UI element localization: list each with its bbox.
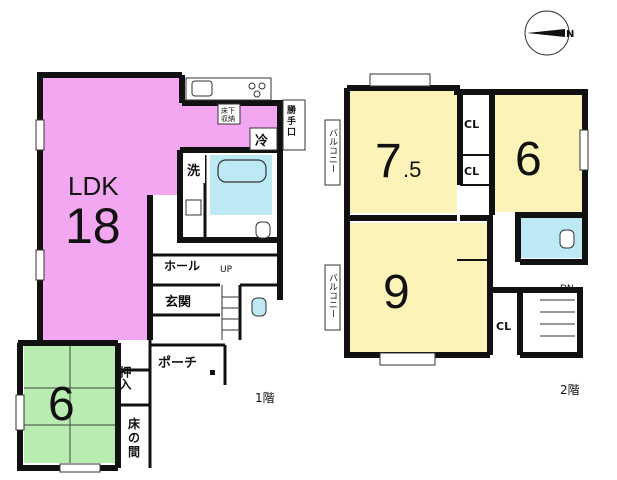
ldk-room bbox=[40, 75, 277, 340]
stairs-floor2 bbox=[540, 299, 575, 337]
stairs-floor1 bbox=[221, 285, 240, 340]
porch-label: ポーチ bbox=[158, 355, 197, 371]
stove-burner-icon bbox=[253, 90, 261, 98]
stairs-down-label: DN bbox=[560, 284, 574, 294]
porch-step-icon bbox=[210, 370, 215, 375]
fridge-label: 冷 bbox=[255, 133, 268, 149]
ldk-name: LDK bbox=[68, 171, 119, 201]
balcony-top bbox=[324, 119, 341, 186]
japanese-room-size: 6 bbox=[48, 378, 75, 431]
closet-b-label: CL bbox=[464, 165, 479, 178]
floor2-label: 2階 bbox=[560, 382, 580, 397]
back-door-label-1: 勝 bbox=[287, 104, 297, 116]
toilet-floor2-icon bbox=[559, 229, 575, 249]
washroom-label: 洗 bbox=[187, 163, 200, 179]
room-6 bbox=[492, 92, 582, 212]
back-door bbox=[282, 99, 306, 151]
back-door-label-3: 口 bbox=[287, 127, 296, 138]
closet-c-label: CL bbox=[496, 320, 511, 333]
room-9 bbox=[347, 223, 487, 353]
balcony-top-label: バルコニー bbox=[327, 128, 338, 173]
room-7-5-fraction: .5 bbox=[403, 157, 421, 182]
fridge-space bbox=[249, 127, 278, 151]
room-9-label: 9 bbox=[383, 266, 410, 319]
balcony-bottom-label: バルコニー bbox=[327, 273, 338, 318]
floor2-plan: バルコニー バルコニー 7 .5 6 9 CL CL CL DN 2階 bbox=[324, 73, 589, 397]
sink-icon bbox=[191, 80, 213, 97]
floor1-label: 1階 bbox=[255, 390, 275, 405]
tokonoma-label-2: の bbox=[128, 431, 140, 445]
washer-icon bbox=[185, 199, 202, 216]
entrance-label: 玄関 bbox=[165, 294, 191, 310]
stove-burner-icon bbox=[248, 82, 256, 90]
washroom bbox=[183, 153, 205, 183]
compass: N bbox=[524, 10, 574, 56]
room-7-5 bbox=[347, 88, 457, 213]
back-door-label-2: 手 bbox=[287, 115, 296, 127]
toilet-floor1-icon bbox=[251, 297, 267, 317]
closet-oshiire-label: 押入 bbox=[118, 365, 132, 391]
compass-arrow-icon bbox=[527, 29, 565, 37]
storage-label-2: 収納 bbox=[221, 114, 235, 123]
hall-label: ホール bbox=[164, 259, 200, 273]
floor1-plan: 床下 収納 勝 手 口 冷 洗 LDK 18 ホール UP 玄関 ポーチ bbox=[15, 72, 306, 473]
stove-burner-icon bbox=[258, 82, 266, 90]
under-floor-storage bbox=[217, 103, 241, 125]
tokonoma-label-1: 床 bbox=[128, 416, 141, 431]
stairs-up-label: UP bbox=[220, 265, 233, 275]
closet-a-label: CL bbox=[464, 118, 479, 131]
toilet-icon bbox=[255, 221, 271, 239]
storage-label-1: 床下 bbox=[221, 106, 235, 115]
tokonoma-label-3: 間 bbox=[128, 445, 140, 459]
balcony-bottom bbox=[324, 264, 341, 331]
bathtub-icon bbox=[217, 159, 267, 183]
room-7-5-main: 7 bbox=[375, 135, 402, 188]
compass-north-letter: N bbox=[566, 29, 574, 40]
ldk-size: 18 bbox=[65, 198, 121, 254]
room-6-label: 6 bbox=[515, 133, 542, 186]
